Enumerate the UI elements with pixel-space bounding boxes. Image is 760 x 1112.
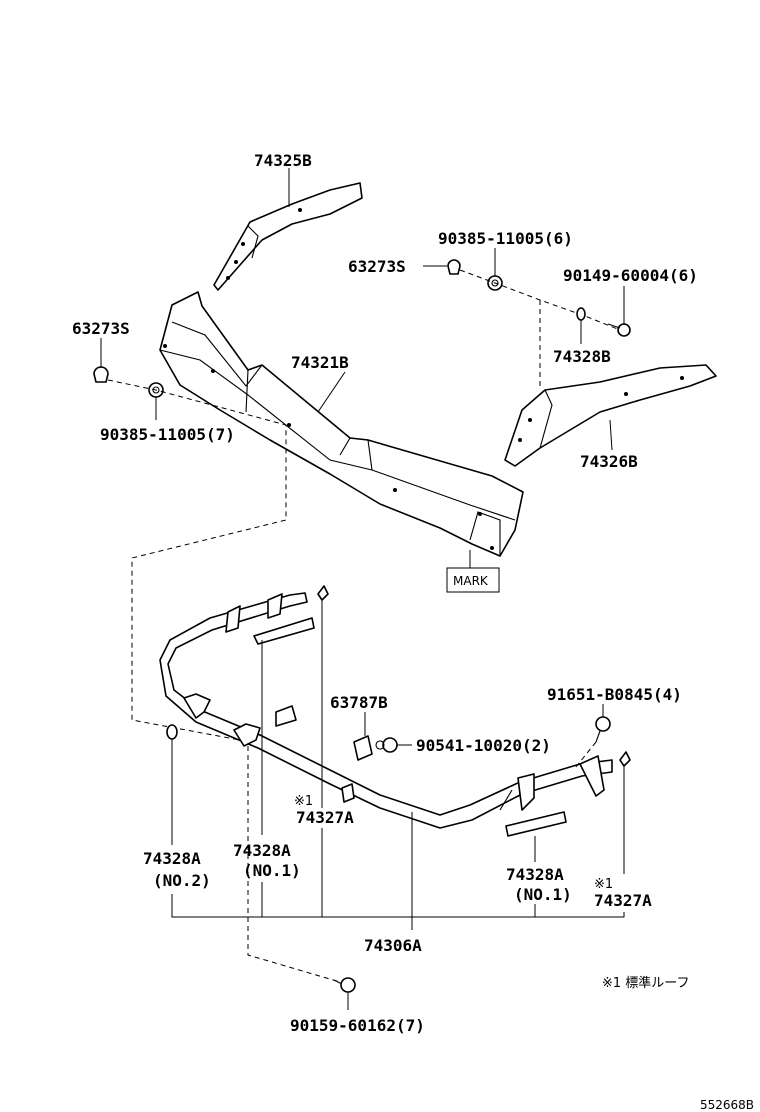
label-74328b: 74328B (553, 347, 611, 366)
mark-callout (446, 550, 500, 593)
washer-74328b[interactable] (576, 307, 586, 321)
label-74328a-no1-left: 74328A (233, 841, 291, 860)
label-74328a-no1-right: 74328A (506, 865, 564, 884)
part-74306a-frame[interactable] (159, 592, 613, 829)
label-90541-10020: 90541-10020(2) (416, 736, 551, 755)
bolt-91651-b0845[interactable] (595, 716, 611, 743)
clip-74327a-left[interactable] (317, 585, 329, 601)
screw-90159-60162[interactable] (333, 977, 356, 993)
label-74327a-1: 74327A (296, 808, 354, 827)
label-74328a-no1-right-sub: (NO.1) (514, 885, 572, 904)
label-90149-60004: 90149-60004(6) (563, 266, 698, 285)
label-63787b: 63787B (330, 693, 388, 712)
clip-63273s-top[interactable] (447, 259, 461, 275)
label-diagram-id: 552668B (700, 1098, 754, 1112)
label-74327a-2: 74327A (594, 891, 652, 910)
bumper-90541-10020[interactable] (375, 737, 398, 753)
label-90385-11005-7: 90385-11005(7) (100, 425, 235, 444)
part-74321b-roof-visor[interactable] (159, 291, 524, 557)
label-74328a-no2-sub: (NO.2) (153, 871, 211, 890)
label-63273s-left: 63273S (72, 319, 130, 338)
label-74321b: 74321B (291, 353, 349, 372)
label-90159-60162: 90159-60162(7) (290, 1016, 425, 1035)
label-74326b: 74326B (580, 452, 638, 471)
label-74325b: 74325B (254, 151, 312, 170)
label-91651-b0845: 91651-B0845(4) (547, 685, 682, 704)
label-74306a: 74306A (364, 936, 422, 955)
part-74328a-no1-strip-left[interactable] (253, 617, 315, 645)
screw-90149-60004[interactable] (607, 323, 631, 337)
part-74326b-corner-trim[interactable] (504, 364, 717, 467)
part-74325b-corner-trim[interactable] (213, 182, 363, 291)
clip-74327a-right[interactable] (619, 751, 631, 767)
pad-63787b[interactable] (353, 735, 373, 761)
clip-63273s-left[interactable] (93, 366, 109, 383)
label-63273s-top: 63273S (348, 257, 406, 276)
part-74328a-no1-strip-right[interactable] (505, 811, 567, 837)
label-note-mark-1: ※1 (294, 794, 313, 809)
label-74328a-no1-left-sub: (NO.1) (243, 861, 301, 880)
label-note-mark-2: ※1 (594, 877, 613, 892)
label-74328a-no2: 74328A (143, 849, 201, 868)
label-90385-11005-6: 90385-11005(6) (438, 229, 573, 248)
label-footnote: ※1 標準ルーフ (602, 975, 690, 991)
washer-74328a-no2[interactable] (166, 724, 178, 740)
label-mark: MARK (453, 574, 489, 588)
